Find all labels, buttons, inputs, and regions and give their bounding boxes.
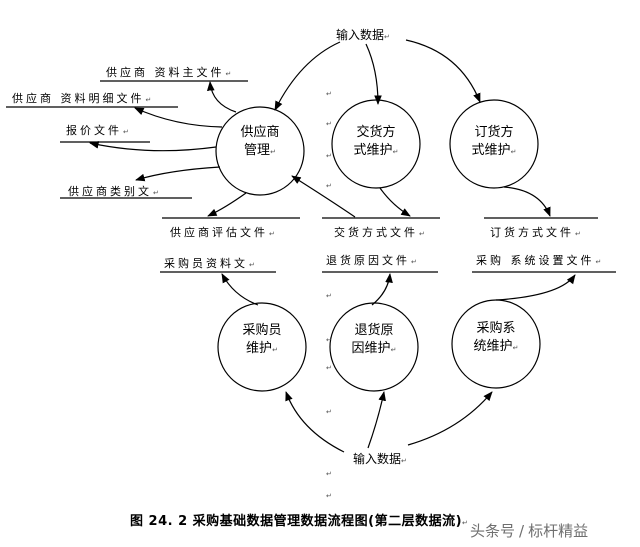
process-supplier-line2: 管理 [244,143,271,158]
process-delivery-line1: 交货方 [356,125,396,140]
store-supplier-detail: 供应商 资料明细文件↵ [12,92,151,107]
process-buyer-line2: 维护 [246,341,273,356]
process-delivery: 交货方 式维护↵ [342,124,410,161]
store-system-settings: 采购 系统设置文件↵ [476,254,601,269]
flow-supplier-to-eval [207,192,247,217]
edit-mark: ↵ [390,346,397,354]
edit-mark: ↵ [270,148,276,156]
edit-mark: ↵ [326,470,332,478]
watermark-separator: / [519,522,525,540]
edit-mark: ↵ [272,346,278,354]
edit-mark: ↵ [411,258,417,266]
input-top-text: 输入数据 [336,28,385,42]
store-order-mode: 订货方式文件↵ [490,226,581,241]
process-buyer-circle [217,302,307,392]
edit-mark: ↵ [326,336,332,344]
store-supplier-master: 供应商 资料主文件↵ [106,66,231,81]
flow-return-to-store [371,273,393,306]
store-supplier-category: 供应商类别文↵ [68,185,159,200]
process-order-line2: 式维护 [471,143,511,158]
edit-mark: ↵ [326,152,332,160]
store-supplier-master-text: 供应商 资料主文件 [106,66,225,79]
store-supplier-category-text: 供应商类别文 [68,185,152,198]
edit-mark: ↵ [326,364,332,372]
flow-supplier-to-detail [134,107,223,128]
process-return-line2: 因维护 [351,341,391,356]
process-supplier-line1: 供应商 [240,125,280,140]
edit-mark: ↵ [326,120,332,128]
figure-caption-text: 图 24. 2 采购基础数据管理数据流程图(第二层数据流) [130,514,463,529]
process-system-line1: 采购系 [476,321,516,336]
edit-mark: ↵ [145,96,152,104]
process-return: 退货原 因维护↵ [340,322,408,359]
store-delivery-mode-text: 交货方式文件 [334,226,418,239]
input-top: 输入数据↵ [336,26,390,43]
watermark-right: 标杆精益 [528,522,589,540]
process-supplier: 供应商 管理↵ [226,124,294,161]
edit-mark: ↵ [249,261,255,269]
flow-supplier-to-category [135,166,221,182]
store-supplier-eval: 供应商评估文件↵ [170,226,275,241]
edit-mark: ↵ [512,344,519,352]
flow-input-to-order [405,39,481,103]
process-return-line1: 退货原 [354,323,394,338]
store-return-reason: 退货原因文件↵ [326,254,417,269]
store-buyer-info: 采购员资料文↵ [164,257,255,272]
store-quote-text: 报价文件 [66,124,122,137]
watermark: 头条号/标杆精益 [470,520,588,541]
process-system-line2: 统维护 [473,339,513,354]
flow-order-to-store [503,186,551,217]
edit-mark: ↵ [326,90,332,98]
store-quote: 报价文件↵ [66,124,129,139]
process-supplier-circle [215,106,305,196]
edit-mark: ↵ [595,258,602,266]
edit-mark: ↵ [153,189,159,197]
input-bottom-text: 输入数据 [353,452,402,466]
edit-mark: ↵ [462,519,469,527]
process-order-line1: 订货方 [474,125,514,140]
edit-mark: ↵ [392,148,399,156]
flow-input-to-supplier [274,41,341,111]
edit-mark: ↵ [510,148,517,156]
flow-buyer-to-store [221,273,259,306]
flow-input-to-return [367,391,386,449]
edit-mark: ↵ [326,408,332,416]
flow-supplier-to-master [206,81,237,113]
edit-mark: ↵ [326,182,332,190]
watermark-left: 头条号 [470,522,516,540]
store-order-mode-text: 订货方式文件 [490,226,574,239]
flow-system-to-store [495,274,576,301]
store-return-reason-text: 退货原因文件 [326,254,410,267]
store-supplier-detail-text: 供应商 资料明细文件 [12,92,145,105]
edit-mark: ↵ [326,292,332,300]
process-order-circle [449,99,539,189]
edit-mark: ↵ [269,230,275,238]
store-system-settings-text: 采购 系统设置文件 [476,254,595,267]
process-buyer-line1: 采购员 [242,323,282,338]
flow-input-to-system [407,391,493,446]
flow-delivery-store-to-supplier [291,175,356,218]
store-delivery-mode: 交货方式文件↵ [334,226,425,241]
process-order: 订货方 式维护↵ [460,124,528,161]
edit-mark: ↵ [419,230,425,238]
store-supplier-eval-text: 供应商评估文件 [170,226,268,239]
edit-mark: ↵ [326,492,332,500]
edit-mark: ↵ [384,33,390,41]
edit-mark: ↵ [225,70,232,78]
edit-mark: ↵ [123,128,129,136]
flow-input-to-delivery [365,43,382,105]
figure-caption: 图 24. 2 采购基础数据管理数据流程图(第二层数据流)↵ [130,510,468,529]
edit-mark: ↵ [401,457,407,465]
flow-delivery-to-store [379,187,411,217]
input-bottom: 输入数据↵ [353,450,407,467]
process-buyer: 采购员 维护↵ [228,322,296,359]
flow-input-to-buyer [285,391,345,453]
store-buyer-info-text: 采购员资料文 [164,257,248,270]
process-delivery-line2: 式维护 [353,143,393,158]
edit-mark: ↵ [575,230,581,238]
flow-supplier-to-quote [89,141,217,152]
process-system: 采购系 统维护↵ [462,320,530,357]
